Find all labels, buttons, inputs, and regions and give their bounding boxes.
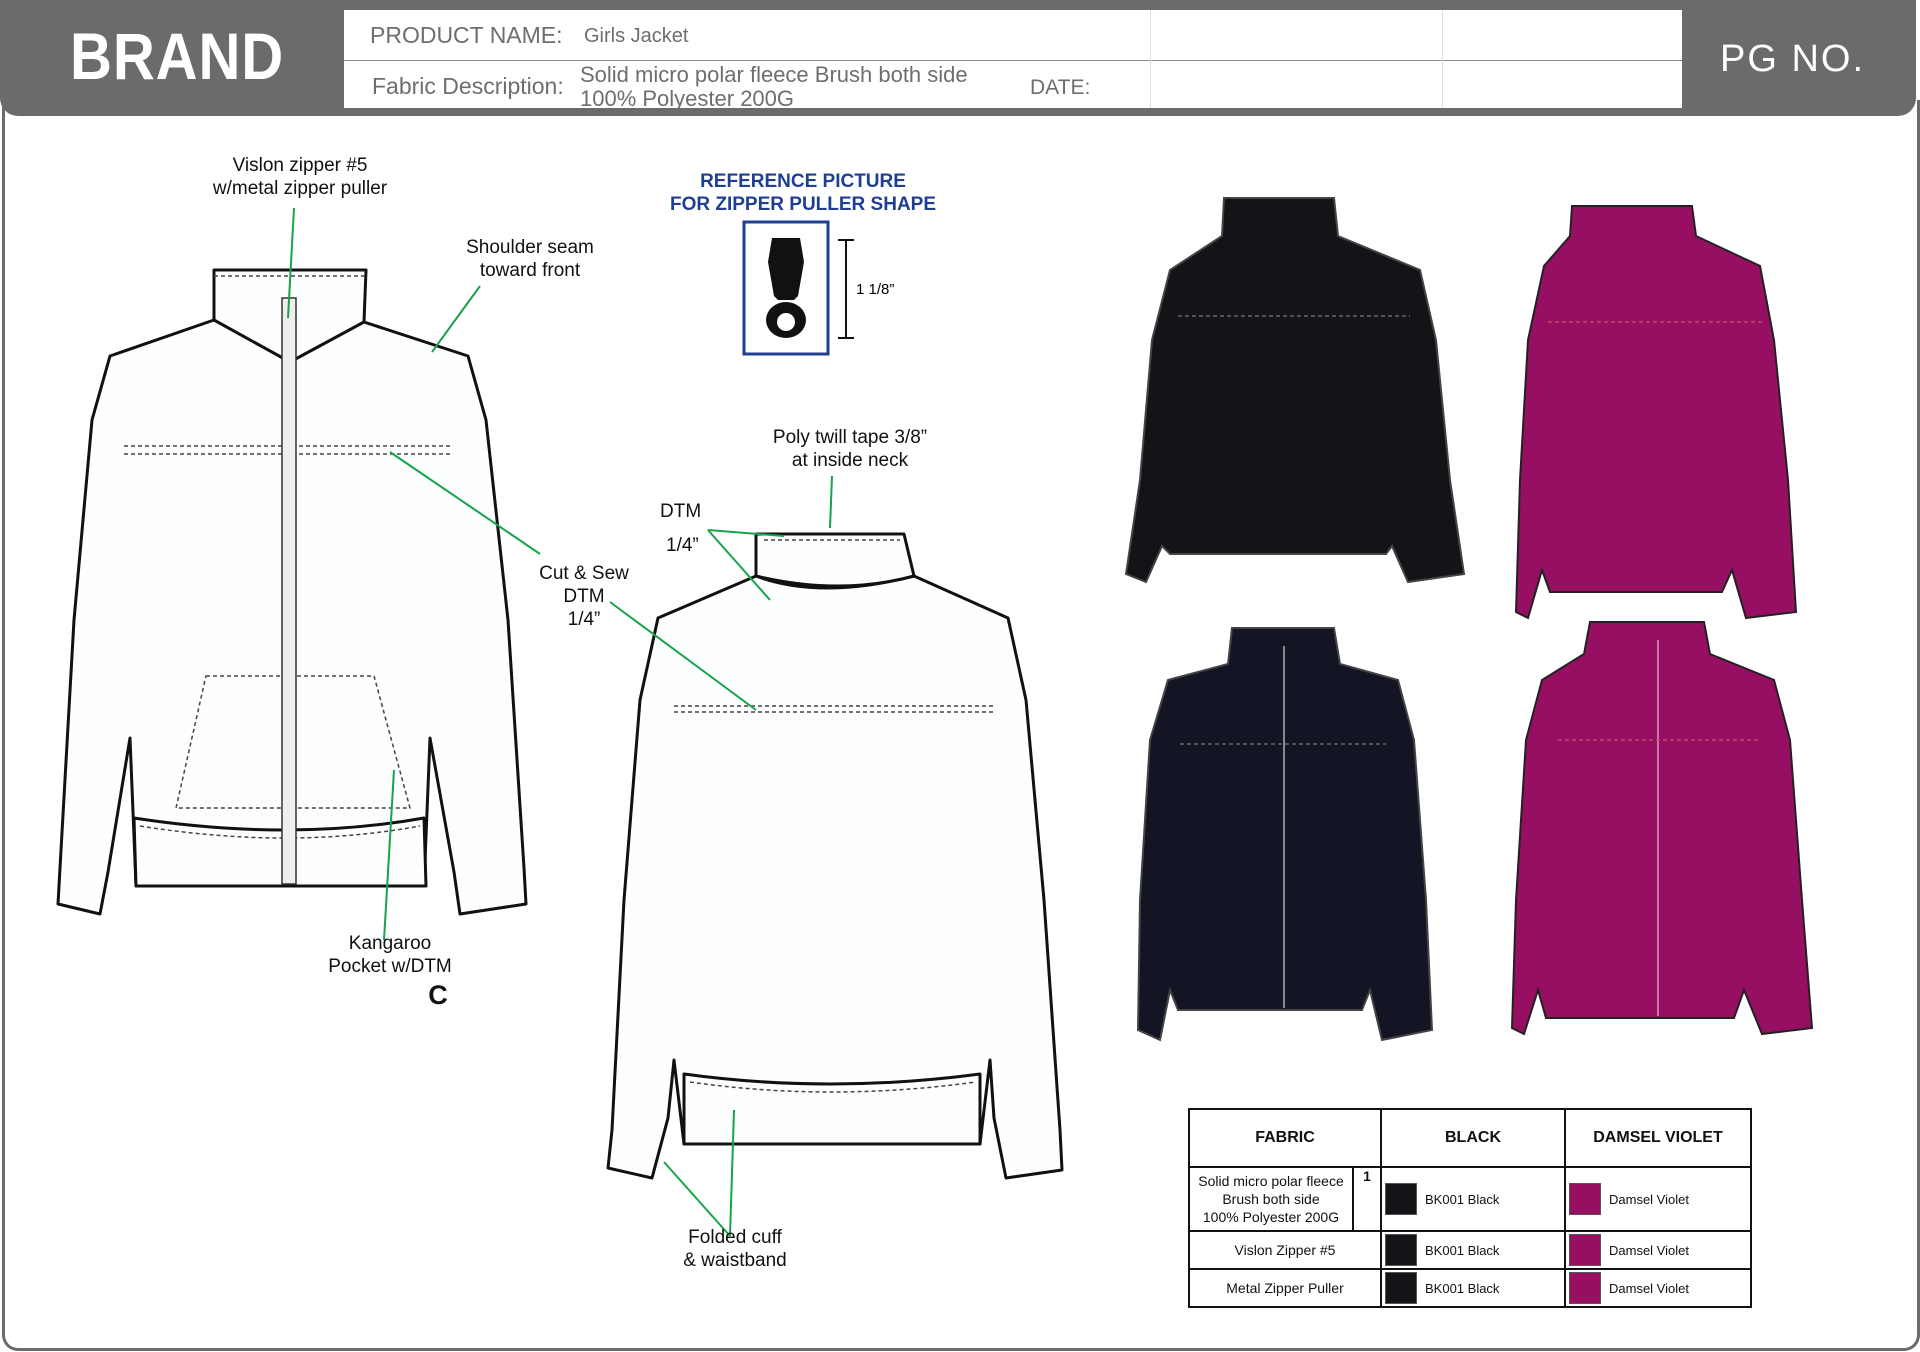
quarter-inch-note: 1/4” [666, 535, 699, 556]
sheet-frame [2, 100, 1920, 1351]
item-cell: Metal Zipper Puller [1188, 1268, 1382, 1308]
divider [344, 60, 1682, 61]
sketch-letter: C [428, 980, 448, 1010]
table-header-row: FABRIC BLACK DAMSEL VIOLET [1188, 1108, 1752, 1168]
item-cell: Vislon Zipper #5 [1188, 1230, 1382, 1270]
zipper-puller-size: 1 1/8” [856, 281, 894, 298]
black-code: BK001 Black [1425, 1280, 1500, 1296]
cut-sew-note: Cut & Sew DTM 1/4” [539, 563, 629, 630]
table-row: Vislon Zipper #5 BK001 Black Damsel Viol… [1188, 1230, 1752, 1270]
shoulder-seam-note: Shoulder seam toward front [466, 237, 594, 281]
zipper-puller-icon [766, 238, 806, 338]
black-cell: BK001 Black [1380, 1268, 1566, 1308]
violet-swatch [1569, 1272, 1601, 1304]
black-swatch [1385, 1272, 1417, 1304]
page-number-label: PG NO. [1720, 38, 1866, 80]
twill-tape-note: Poly twill tape 3/8” at inside neck [772, 427, 928, 471]
zipper-puller-reference: 1 1/8” [742, 220, 894, 356]
black-code: BK001 Black [1425, 1242, 1500, 1258]
back-jacket-stitching [674, 539, 994, 1093]
black-cell: BK001 Black [1380, 1230, 1566, 1270]
violet-cell: Damsel Violet [1564, 1166, 1752, 1232]
divider [1442, 10, 1443, 108]
zipper-note: Vislon zipper #5 w/metal zipper puller [212, 155, 388, 199]
brand-logo: BRAND [70, 19, 285, 93]
colorway-black-front [1136, 627, 1434, 1042]
fabric-line: Solid micro polar fleece [1198, 1173, 1344, 1189]
fabric-description-label: Fabric Description: [372, 73, 564, 99]
back-jacket-sketch [606, 532, 1064, 1180]
violet-swatch [1569, 1183, 1601, 1215]
product-name-label: PRODUCT NAME: [370, 22, 563, 48]
colorway-violet-front [1510, 621, 1814, 1036]
header-bar: BRAND PRODUCT NAME: Girls Jacket Fabric … [0, 0, 1920, 116]
black-code: BK001 Black [1425, 1191, 1500, 1207]
dtm-note: DTM [660, 501, 702, 522]
product-name-value: Girls Jacket [584, 25, 689, 47]
violet-cell: Damsel Violet [1564, 1230, 1752, 1270]
fabric-number: 1 [1352, 1166, 1382, 1232]
reference-title-line1: REFERENCE PICTURE [700, 171, 906, 192]
violet-code: Damsel Violet [1609, 1280, 1689, 1296]
colorway-black-back [1124, 197, 1466, 584]
callout-lines [287, 207, 833, 1237]
table-header-fabric: FABRIC [1188, 1108, 1382, 1168]
fabric-description-cell: Solid micro polar fleece Brush both side… [1188, 1166, 1354, 1232]
fabric-line: Brush both side [1222, 1191, 1320, 1207]
violet-swatch [1569, 1234, 1601, 1266]
front-zipper [281, 297, 297, 885]
black-cell: BK001 Black [1380, 1166, 1566, 1232]
colorway-violet-back [1514, 205, 1798, 620]
reference-title-line2: FOR ZIPPER PULLER SHAPE [669, 194, 937, 215]
black-swatch [1385, 1234, 1417, 1266]
reference-title: REFERENCE PICTURE FOR ZIPPER PULLER SHAP… [650, 170, 956, 216]
table-header-violet: DAMSEL VIOLET [1564, 1108, 1752, 1168]
violet-code: Damsel Violet [1609, 1242, 1689, 1258]
black-swatch [1385, 1183, 1417, 1215]
fabric-description-line2: 100% Polyester 200G [580, 86, 795, 111]
violet-cell: Damsel Violet [1564, 1268, 1752, 1308]
table-row: Metal Zipper Puller BK001 Black Damsel V… [1188, 1268, 1752, 1308]
fabric-description-line1: Solid micro polar fleece Brush both side [580, 62, 968, 87]
divider [1150, 10, 1151, 108]
date-label: DATE: [1030, 76, 1091, 99]
table-row: Solid micro polar fleece Brush both side… [1188, 1166, 1752, 1232]
product-info-box: PRODUCT NAME: Girls Jacket Fabric Descri… [344, 10, 1682, 111]
colorway-spec-table: FABRIC BLACK DAMSEL VIOLET Solid micro p… [1188, 1108, 1752, 1308]
table-header-black: BLACK [1380, 1108, 1566, 1168]
folded-cuff-note: Folded cuff & waistband [683, 1227, 787, 1271]
fabric-line: 100% Polyester 200G [1202, 1209, 1340, 1225]
kangaroo-pocket-note: Kangaroo Pocket w/DTM [328, 933, 452, 977]
violet-code: Damsel Violet [1609, 1191, 1689, 1207]
